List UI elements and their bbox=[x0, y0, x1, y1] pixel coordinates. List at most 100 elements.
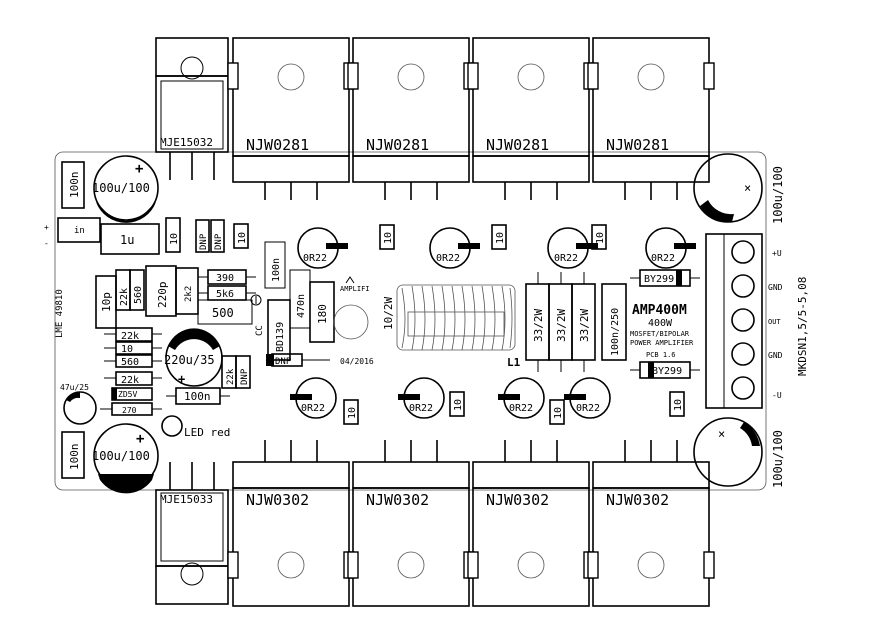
r0r22-top-2: 0R22 bbox=[429, 227, 480, 269]
trimmer-2k2-label: 2k2 bbox=[184, 286, 194, 302]
njw-top-row: NJW0281 NJW0281 NJW0281 NJ bbox=[227, 37, 715, 200]
svg-text:10: 10 bbox=[453, 399, 464, 411]
njw-bottom-2: NJW0302 bbox=[347, 440, 475, 607]
resistor-180-label: 180 bbox=[316, 304, 329, 324]
cc-label: CC bbox=[255, 325, 265, 336]
njw-top-4-label: NJW0281 bbox=[606, 136, 669, 154]
svg-text:0R22: 0R22 bbox=[303, 253, 327, 264]
njw-bottom-1-label: NJW0302 bbox=[246, 491, 309, 509]
njw-top-2-label: NJW0281 bbox=[366, 136, 429, 154]
dnp-v2-label: DNP bbox=[240, 368, 250, 385]
mje-bottom-label: MJE15033 bbox=[160, 493, 213, 506]
amp-desc-2: POWER AMPLIFIER bbox=[630, 339, 694, 347]
coil-windings bbox=[396, 284, 516, 351]
r10-2w-label: 10/2W bbox=[382, 297, 395, 330]
elcap-plus: + bbox=[135, 161, 143, 177]
by299-top-label: BY299 bbox=[644, 274, 674, 285]
resistor-22k-low: 22k bbox=[104, 371, 162, 386]
svg-text:10: 10 bbox=[595, 232, 606, 244]
r0r22-top-3: 0R22 bbox=[547, 227, 598, 269]
r0r22-bottom-2: 0R22 bbox=[398, 377, 445, 419]
resistor-10-b: 10 bbox=[233, 223, 249, 249]
r10-t3: 10 bbox=[591, 224, 607, 250]
resistor-180: 180 bbox=[309, 281, 335, 343]
cap-100n-250: 100n/250 bbox=[601, 283, 627, 361]
cap-1u: 1u bbox=[100, 223, 160, 255]
njw-top-2: NJW0281 bbox=[347, 37, 475, 200]
board-title: AMP400M 400W MOSFET/BIPOLAR POWER AMPLIF… bbox=[630, 303, 694, 359]
elcap-bottom-right-mark: × bbox=[718, 427, 725, 441]
cap-100n-top: 100n bbox=[61, 161, 85, 209]
elcap-bottom-plus: + bbox=[136, 431, 144, 447]
emitter-resistors: 0R22 0R22 0R22 0R22 0R22 0R22 0R22 0R22 bbox=[290, 227, 696, 419]
connector-label: MKDSN1,5/5-5,08 bbox=[796, 277, 809, 376]
r0r22-top-1: 0R22 bbox=[297, 227, 348, 269]
r33-2w-label-1: 33/2W bbox=[532, 309, 545, 342]
resistor-560-h-label: 560 bbox=[121, 357, 139, 368]
njw-bottom-4-label: NJW0302 bbox=[606, 491, 669, 509]
elcap-top-right-mark: × bbox=[744, 181, 751, 195]
njw-top-3: NJW0281 bbox=[467, 37, 595, 200]
njw-bottom-row: NJW0302 NJW0302 NJW0302 NJ bbox=[227, 440, 715, 607]
resistor-22k-v2-label: 22k bbox=[226, 368, 236, 385]
cap-1u-label: 1u bbox=[120, 233, 134, 247]
njw-bottom-3: NJW0302 bbox=[467, 440, 595, 607]
r10-b2: 10 bbox=[449, 391, 465, 417]
r10-t2: 10 bbox=[491, 224, 507, 250]
resistor-270-label: 270 bbox=[122, 406, 137, 415]
small-resistors-stack: 22k 10 560 bbox=[104, 327, 162, 368]
amp-title: AMP400M bbox=[632, 303, 687, 318]
transistor-bd139: BD139 bbox=[267, 299, 291, 361]
r0r22-bottom-1: 0R22 bbox=[290, 377, 337, 419]
led-label: LED red bbox=[184, 426, 230, 439]
svg-text:0R22: 0R22 bbox=[651, 253, 675, 264]
svg-text:10: 10 bbox=[347, 407, 358, 419]
resistor-470n-label: 470n bbox=[296, 294, 307, 318]
r10-b1: 10 bbox=[343, 399, 359, 425]
resistor-22k-560-vert: 22k 560 bbox=[115, 269, 145, 311]
pcb-version: PCB 1.6 bbox=[646, 351, 676, 359]
terminal-block: +U GND OUT GND -U MKDSN1,5/5-5,08 bbox=[705, 233, 809, 409]
by299-bottom-label: BY299 bbox=[652, 366, 682, 377]
njw-bottom-1: NJW0302 bbox=[227, 440, 355, 607]
svg-text:0R22: 0R22 bbox=[436, 253, 460, 264]
elcap-100u-top-right-label: 100u/100 bbox=[771, 166, 785, 224]
zener-label: ZD5V bbox=[118, 390, 137, 399]
input-label: in bbox=[74, 226, 85, 236]
njw-bottom-3-label: NJW0302 bbox=[486, 491, 549, 509]
input-plus: + bbox=[44, 223, 49, 232]
lme-label: LME 49810 bbox=[55, 289, 65, 338]
cap-10p-label: 10p bbox=[100, 292, 113, 312]
led-red: LED red bbox=[161, 415, 230, 439]
njw-top-4: NJW0281 bbox=[587, 37, 715, 200]
dnp-pair: DNP DNP bbox=[195, 219, 225, 253]
njw-top-3-label: NJW0281 bbox=[486, 136, 549, 154]
ampfi-logo-text: AMPLIFI bbox=[340, 285, 370, 293]
pin-neg-label: -U bbox=[772, 391, 782, 400]
elcap-100u-bottom-right: × 100u/100 bbox=[693, 417, 785, 488]
svg-text:0R22: 0R22 bbox=[301, 403, 325, 414]
svg-text:10: 10 bbox=[673, 399, 684, 411]
ampfi-logo-mark bbox=[345, 276, 355, 284]
njw-bottom-4: NJW0302 bbox=[587, 440, 715, 607]
r33-2w-label-3: 33/2W bbox=[578, 309, 591, 342]
njw-top-1-label: NJW0281 bbox=[246, 136, 309, 154]
resistor-470n: 470n bbox=[289, 269, 311, 329]
inductor-l1: 10/2W L1 bbox=[382, 284, 521, 369]
cap-100n-bottom: 100n bbox=[61, 431, 85, 479]
base-resistors: 10 10 10 10 10 10 10 bbox=[343, 224, 685, 425]
svg-text:10: 10 bbox=[495, 232, 506, 244]
resistor-10-a-label: 10 bbox=[169, 233, 180, 245]
lme49810: LME 49810 bbox=[55, 289, 65, 338]
trimmer-500: 500 bbox=[197, 294, 262, 325]
resistor-560-v-label: 560 bbox=[133, 286, 144, 304]
cap-100n-bottom-label: 100n bbox=[68, 444, 81, 471]
svg-text:0R22: 0R22 bbox=[554, 253, 578, 264]
dnp-label-1: DNP bbox=[199, 233, 209, 250]
mounting-hole bbox=[333, 304, 369, 340]
dnp-horizontal: DNP bbox=[266, 353, 330, 367]
trimmer-2k2: 2k2 bbox=[175, 267, 199, 315]
r0r22-top-4: 0R22 bbox=[645, 227, 696, 269]
board-outline bbox=[54, 151, 767, 491]
